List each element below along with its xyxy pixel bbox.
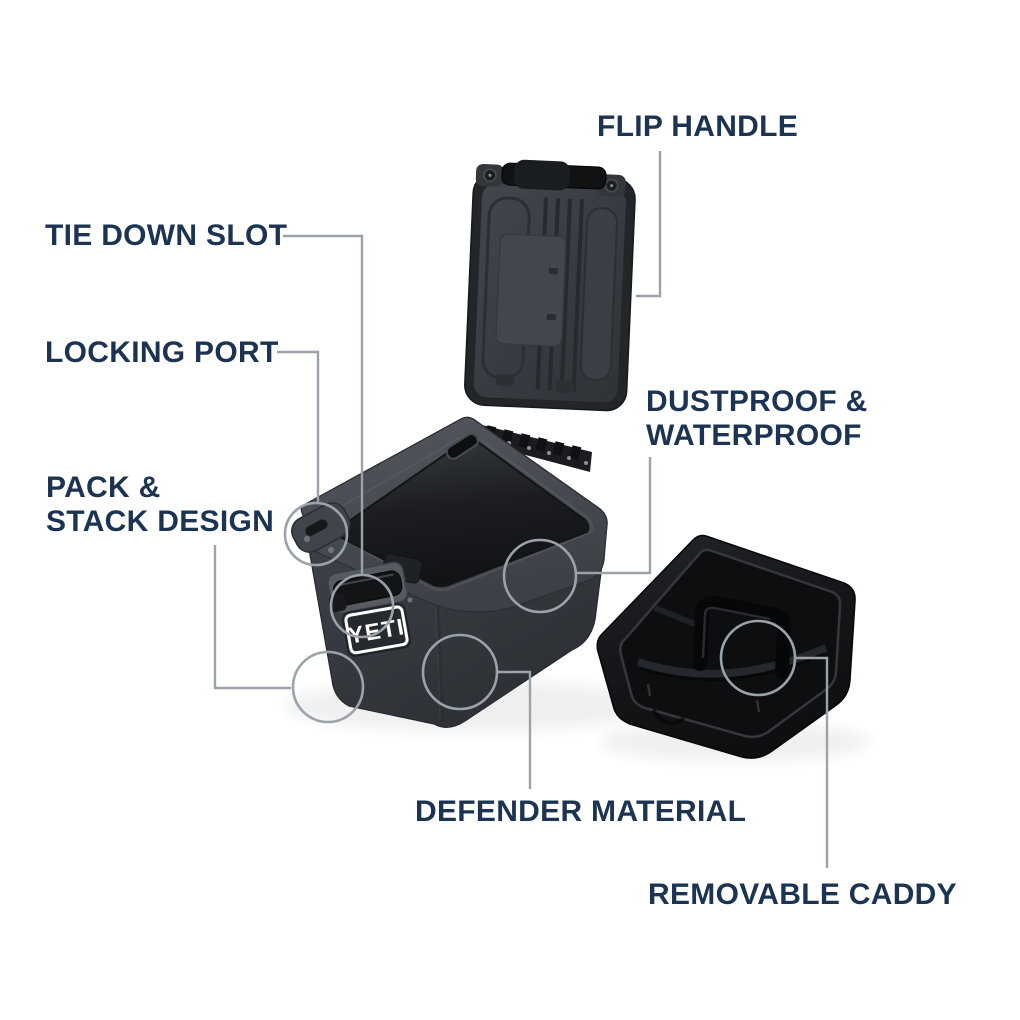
highlight-circle-pack-stack (291, 650, 365, 724)
callout-line-tie-down-slot (283, 234, 364, 575)
highlight-circle-dustproof (502, 538, 578, 614)
highlight-circle-locking-port (283, 501, 349, 567)
highlight-circle-removable-caddy (719, 619, 797, 697)
callout-line-locking-port (277, 350, 320, 503)
callout-label-locking-port: LOCKING PORT (45, 336, 279, 369)
box-body: YETI (291, 416, 608, 728)
callout-label-pack-stack: PACK & STACK DESIGN (46, 471, 275, 538)
callout-label-removable-caddy: REMOVABLE CADDY (648, 878, 957, 911)
callout-label-flip-handle: FLIP HANDLE (597, 110, 799, 143)
callout-label-defender: DEFENDER MATERIAL (415, 795, 747, 828)
lid-open (464, 159, 636, 412)
callout-line-flip-handle (636, 151, 662, 298)
removable-caddy-part (596, 534, 856, 759)
latch-locking-port-part (327, 561, 408, 614)
callout-line-removable-caddy (795, 656, 829, 868)
callout-label-tie-down-slot: TIE DOWN SLOT (45, 219, 288, 252)
flip-handle-part (475, 159, 626, 197)
caddy-handle (693, 595, 792, 679)
tie-down-slot-part (291, 502, 351, 553)
callout-line-defender (498, 670, 532, 789)
highlight-circle-tie-down-slot (329, 573, 395, 639)
callout-line-pack-stack (213, 545, 291, 690)
callout-line-dustproof (577, 457, 652, 575)
highlight-circle-defender (421, 633, 499, 711)
callout-label-dustproof: DUSTPROOF & WATERPROOF (646, 385, 868, 452)
